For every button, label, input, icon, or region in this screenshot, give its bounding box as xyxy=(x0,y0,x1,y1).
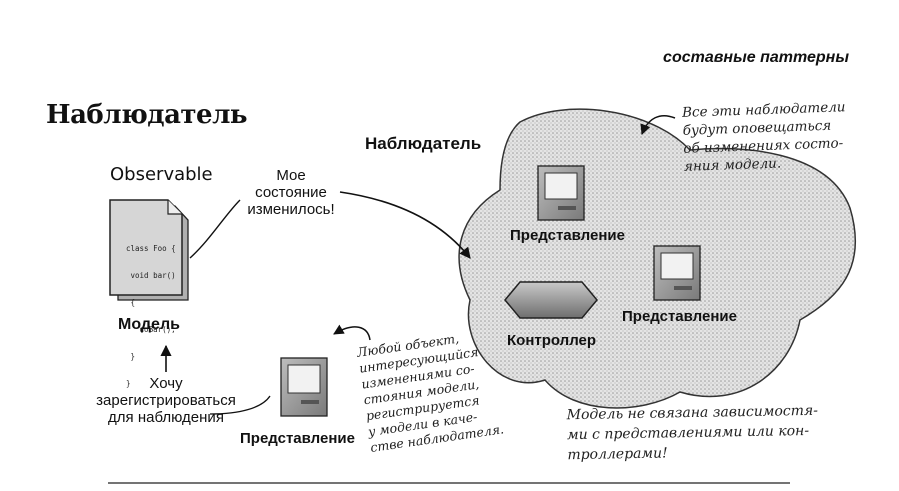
notify-note-arrow xyxy=(640,114,676,135)
code-line: } xyxy=(126,379,131,388)
view-label: Представление xyxy=(622,308,737,325)
code-line: } xyxy=(126,352,136,361)
view-label: Представление xyxy=(510,227,625,244)
register-line-text: зарегистрироваться xyxy=(96,392,236,409)
register-line xyxy=(209,395,271,415)
model-code-document xyxy=(109,199,189,301)
any-object-arrow xyxy=(333,324,371,341)
code-line: void bar() xyxy=(126,271,176,280)
state-changed-speech: Мое состояние изменилось! xyxy=(236,167,346,218)
register-line-text: для наблюдения xyxy=(108,409,224,426)
observer-title: Наблюдатель xyxy=(365,134,482,153)
controller-hexagon-icon xyxy=(504,281,598,319)
register-text: Хочу зарегистрироваться для наблюдения xyxy=(66,375,266,426)
register-line-text: Хочу xyxy=(149,375,183,392)
view-monitor-icon xyxy=(537,165,585,221)
code-line: doBar(); xyxy=(126,325,176,334)
code-line: { xyxy=(126,298,136,307)
model-speech-line xyxy=(189,199,241,259)
observable-label: Observable xyxy=(110,164,213,185)
controller-label: Контроллер xyxy=(507,332,597,349)
standalone-view-label: Представление xyxy=(240,430,355,447)
speech-line: состояние xyxy=(255,184,327,201)
speech-line: Мое xyxy=(276,167,306,184)
section-header: составные паттерны xyxy=(663,49,849,66)
any-object-note: Любой объект, интересующийся изменениями… xyxy=(356,326,505,456)
notify-arrow xyxy=(339,191,471,259)
notify-note: Все эти наблюдатели будут оповещаться об… xyxy=(682,98,848,176)
decoupled-note: Модель не связана зависимостя- ми с пред… xyxy=(566,401,819,465)
view-monitor-icon xyxy=(280,357,328,417)
speech-line: изменилось! xyxy=(247,201,335,218)
model-label: Модель xyxy=(118,316,180,333)
code-snippet: class Foo { void bar() { doBar(); } } xyxy=(126,226,176,397)
code-line: class Foo { xyxy=(126,244,176,253)
page-title: Наблюдатель xyxy=(46,100,248,130)
view-monitor-icon xyxy=(653,245,701,301)
